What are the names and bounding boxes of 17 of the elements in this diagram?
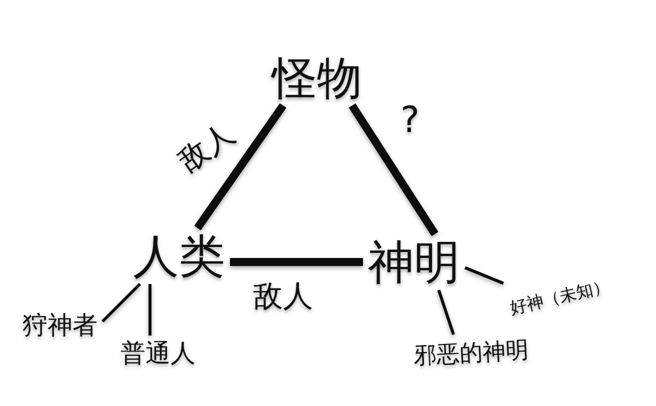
edge-label: 敌人 [253,282,313,312]
subgroup-label: 好神（未知） [508,278,612,318]
connector-line [348,103,438,236]
connector-line [464,266,504,285]
subgroup-label: 狩神者 [22,312,98,338]
edge-label: ? [400,103,420,139]
connector-line [437,290,455,335]
concept-label: 人类 [133,233,225,279]
connector-line [194,103,286,230]
edge-label: 敌人 [174,118,240,178]
connector-line [101,282,142,323]
connector-line [230,258,363,266]
concept-label: 神明 [368,239,460,285]
subgroup-label: 普通人 [120,340,196,366]
connector-line [148,284,152,336]
subgroup-label: 邪恶的神明 [412,340,530,368]
concept-label: 怪物 [272,56,362,100]
